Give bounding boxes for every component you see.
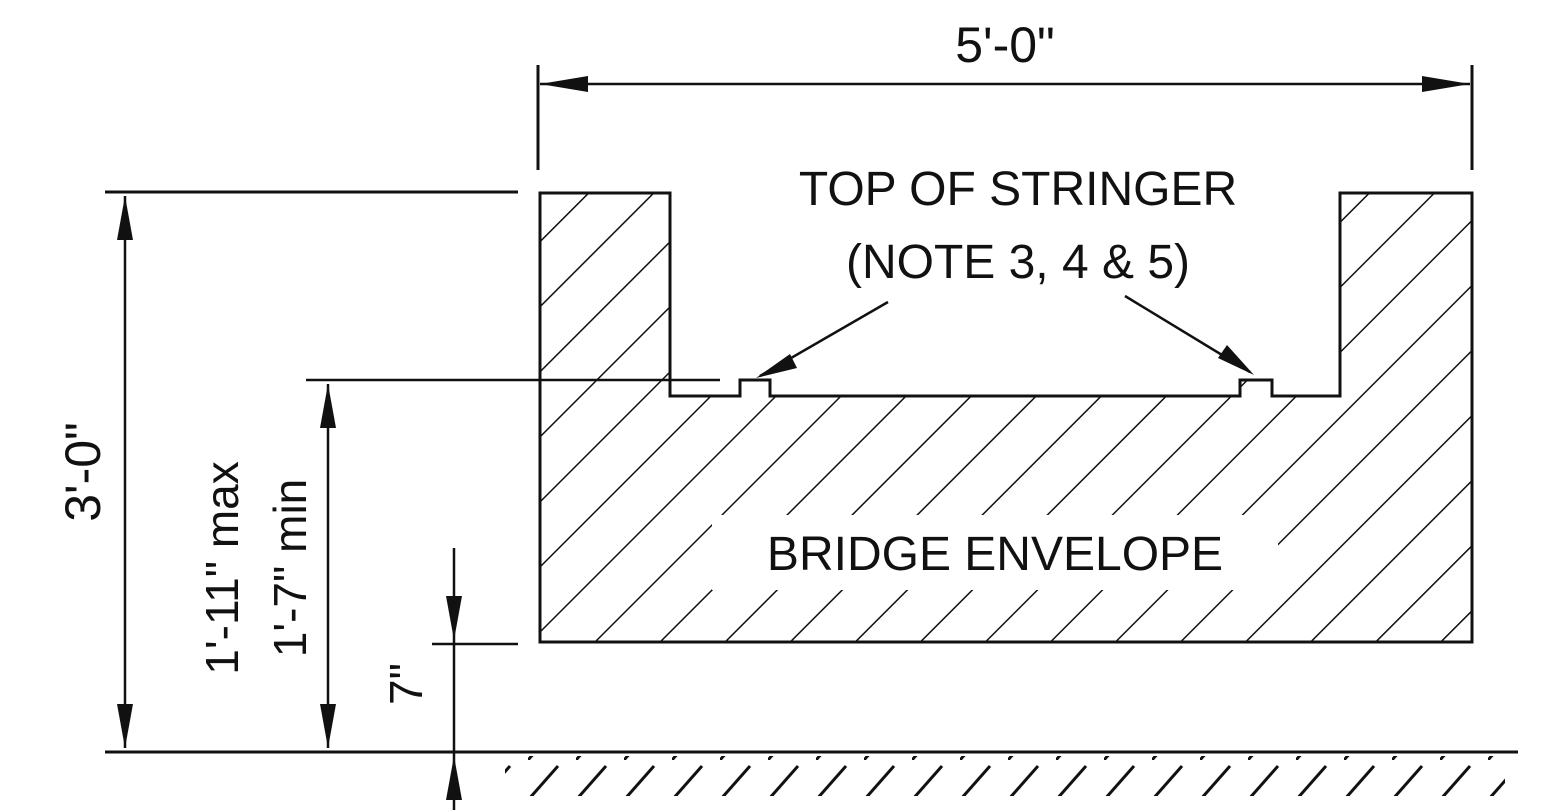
min-dimension-label: 1'-7" min	[264, 479, 316, 658]
max-dimension-label: 1'-11" max	[196, 461, 248, 674]
height-dimension-label: 3'-0"	[55, 422, 111, 522]
stringer-height-dimension: 1'-11" max 1'-7" min	[196, 378, 720, 748]
bridge-envelope-shape	[538, 191, 1474, 644]
width-dimension-label: 5'-0"	[955, 17, 1055, 73]
envelope-label-backdrop	[712, 515, 1278, 590]
clearance-dimension: 7"	[380, 548, 518, 810]
left-arrowhead-icon	[540, 76, 588, 92]
clearance-dimension-label: 7"	[380, 663, 432, 705]
ground	[105, 750, 1518, 796]
down-arrowhead-icon	[320, 704, 336, 748]
left-leader-arrowhead-icon	[756, 354, 797, 378]
stringer-title-label: TOP OF STRINGER	[799, 163, 1237, 216]
down-arrowhead-icon	[446, 596, 462, 640]
up-arrowhead-icon	[117, 196, 133, 240]
height-dimension: 3'-0"	[55, 190, 518, 748]
down-arrowhead-icon	[117, 704, 133, 748]
width-dimension: 5'-0"	[536, 17, 1474, 170]
up-arrowhead-icon	[320, 384, 336, 428]
bridge-envelope-label: BRIDGE ENVELOPE	[767, 528, 1223, 581]
stringer-note-label: (NOTE 3, 4 & 5)	[846, 236, 1190, 289]
right-arrowhead-icon	[1422, 76, 1470, 92]
up-arrowhead-icon	[446, 756, 462, 800]
right-leader-arrowhead-icon	[1218, 345, 1254, 375]
stringer-callout: TOP OF STRINGER (NOTE 3, 4 & 5)	[756, 163, 1254, 378]
